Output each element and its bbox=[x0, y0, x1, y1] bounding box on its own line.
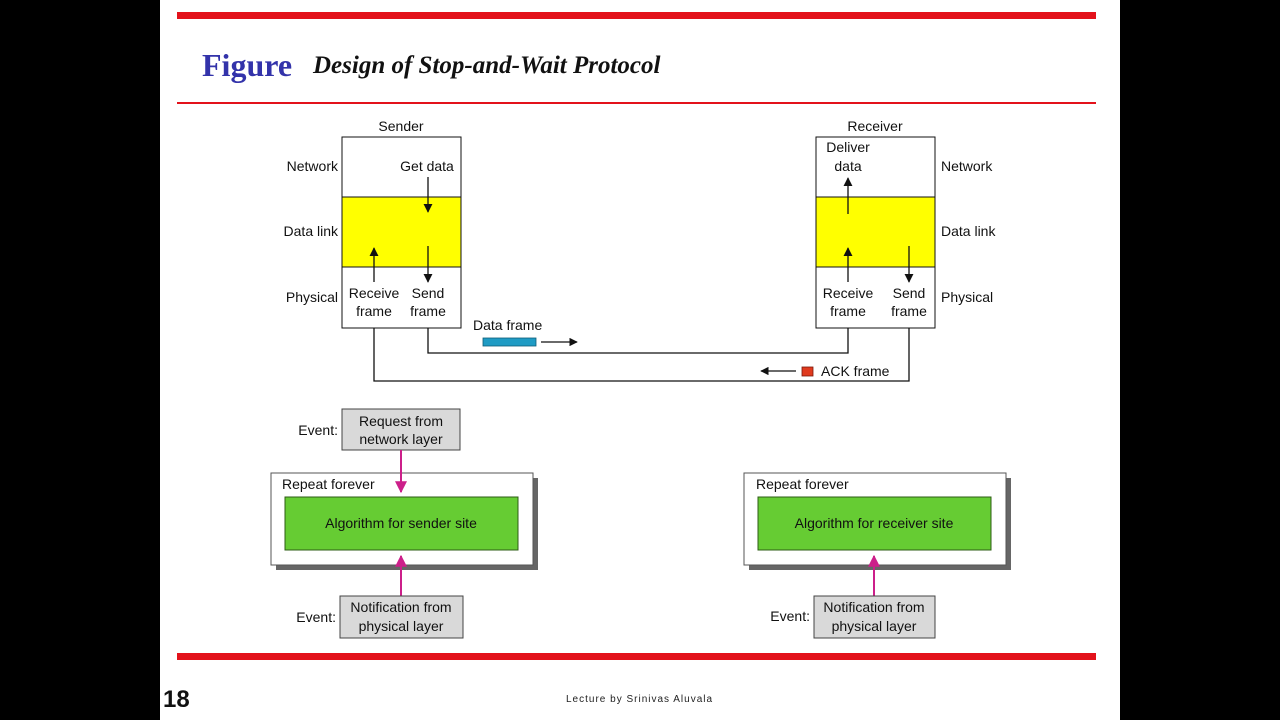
sender-event-label: Event: bbox=[298, 422, 338, 438]
slide-number: 18 bbox=[163, 686, 190, 713]
sender-send-label-2: frame bbox=[410, 303, 446, 319]
ack-frame-label: ACK frame bbox=[821, 363, 890, 379]
sender-network-layer bbox=[341, 136, 462, 198]
sender-network-label: Network bbox=[287, 158, 339, 174]
receiver-algorithm-text: Algorithm for receiver site bbox=[795, 515, 954, 531]
sender-repeat-label: Repeat forever bbox=[282, 476, 375, 492]
sender-event2-label: Event: bbox=[296, 609, 336, 625]
receiver-event-notification-text: Notification from bbox=[823, 599, 924, 615]
sender-receive-label-2: frame bbox=[356, 303, 392, 319]
sender-send-label: Send bbox=[412, 285, 445, 301]
receiver-datalink-label: Data link bbox=[941, 223, 996, 239]
receiver-algorithm-box bbox=[757, 496, 992, 551]
sender-event-request-text-2: network layer bbox=[359, 431, 443, 447]
sender-event-notification-text: Notification from bbox=[350, 599, 451, 615]
receiver-send-label: Send bbox=[893, 285, 926, 301]
receiver-event-label: Event: bbox=[770, 608, 810, 624]
receiver-title: Receiver bbox=[847, 118, 903, 134]
sender-event-notification-text-2: physical layer bbox=[359, 618, 444, 634]
ack-frame-packet bbox=[801, 366, 814, 377]
data-frame-packet bbox=[482, 337, 537, 347]
receiver-event-notification-box bbox=[813, 595, 936, 639]
bottom-red-bar bbox=[177, 653, 1096, 660]
receiver-event-notification-text-2: physical layer bbox=[832, 618, 917, 634]
receiver-network-label: Network bbox=[941, 158, 993, 174]
receiver-deliver-label: Deliver bbox=[826, 139, 870, 155]
sender-title: Sender bbox=[378, 118, 423, 134]
stop-and-wait-diagram: Sender Network Data link Physical Get da… bbox=[270, 118, 1011, 639]
receiver-deliver-label-2: data bbox=[834, 158, 861, 174]
footer-credit: Lecture by Srinivas Aluvala bbox=[566, 694, 714, 705]
receiver-send-label-2: frame bbox=[891, 303, 927, 319]
sender-datalink-label: Data link bbox=[284, 223, 339, 239]
receiver-datalink-layer bbox=[815, 196, 936, 268]
sender-event-notification-box bbox=[339, 595, 464, 639]
figure-label: Figure bbox=[202, 47, 293, 83]
data-frame-label: Data frame bbox=[473, 317, 542, 333]
sender-event-request-text: Request from bbox=[359, 413, 443, 429]
receiver-receive-label-2: frame bbox=[830, 303, 866, 319]
ack-frame-link bbox=[373, 328, 910, 382]
receiver-repeat-label: Repeat forever bbox=[756, 476, 849, 492]
top-red-bar bbox=[177, 12, 1096, 19]
data-frame-link bbox=[427, 328, 849, 354]
sender-physical-label: Physical bbox=[286, 289, 338, 305]
receiver-physical-label: Physical bbox=[941, 289, 993, 305]
receiver-physical-layer bbox=[815, 266, 936, 329]
sender-receive-label: Receive bbox=[349, 285, 400, 301]
figure-title: Design of Stop-and-Wait Protocol bbox=[313, 52, 661, 79]
sender-datalink-layer bbox=[341, 196, 462, 268]
sender-algorithm-box bbox=[284, 496, 519, 551]
title-underline bbox=[177, 102, 1096, 104]
sender-event-request-box bbox=[341, 408, 461, 451]
slide: Figure Design of Stop-and-Wait Protocol … bbox=[160, 0, 1120, 720]
sender-algorithm-text: Algorithm for sender site bbox=[325, 515, 477, 531]
sender-get-data-label: Get data bbox=[400, 158, 454, 174]
receiver-receive-label: Receive bbox=[823, 285, 874, 301]
sender-physical-layer bbox=[341, 266, 462, 329]
